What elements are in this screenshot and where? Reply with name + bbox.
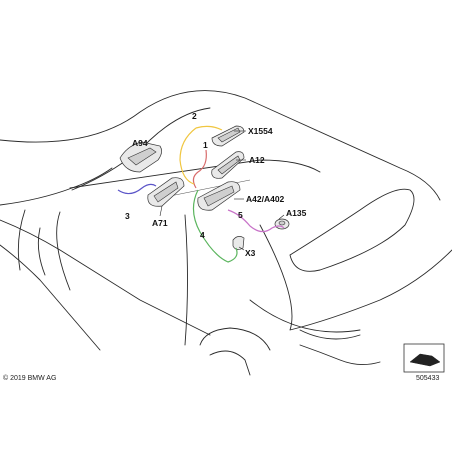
component-x3 bbox=[232, 236, 245, 250]
label-2: 2 bbox=[192, 111, 197, 121]
component-x1554 bbox=[211, 125, 245, 147]
component-a42 bbox=[197, 181, 241, 211]
label-a12: A12 bbox=[249, 155, 265, 165]
label-x3: X3 bbox=[245, 248, 256, 258]
cable-5 bbox=[227, 209, 285, 233]
component-a12 bbox=[211, 151, 245, 179]
label-a71: A71 bbox=[152, 218, 168, 228]
label-a42-a402: A42/A402 bbox=[246, 194, 285, 204]
component-a71 bbox=[147, 177, 185, 207]
label-3: 3 bbox=[125, 211, 130, 221]
car-body-outline bbox=[0, 90, 452, 376]
component-a135 bbox=[274, 218, 290, 230]
label-a94: A94 bbox=[132, 138, 148, 148]
label-4: 4 bbox=[200, 230, 205, 240]
diagram-number: 505433 bbox=[416, 375, 439, 382]
car-outline-icon bbox=[403, 343, 445, 373]
cable-1 bbox=[192, 149, 207, 189]
copyright-text: © 2019 BMW AG bbox=[3, 374, 56, 382]
label-1: 1 bbox=[203, 140, 208, 150]
cable-2 bbox=[179, 125, 223, 185]
label-a135: A135 bbox=[286, 208, 307, 218]
component-a94 bbox=[119, 141, 162, 173]
cable-3 bbox=[117, 183, 157, 195]
cable-4 bbox=[192, 189, 238, 263]
label-x1554: X1554 bbox=[248, 126, 273, 136]
leader-lines bbox=[159, 130, 285, 251]
label-5: 5 bbox=[238, 210, 243, 220]
